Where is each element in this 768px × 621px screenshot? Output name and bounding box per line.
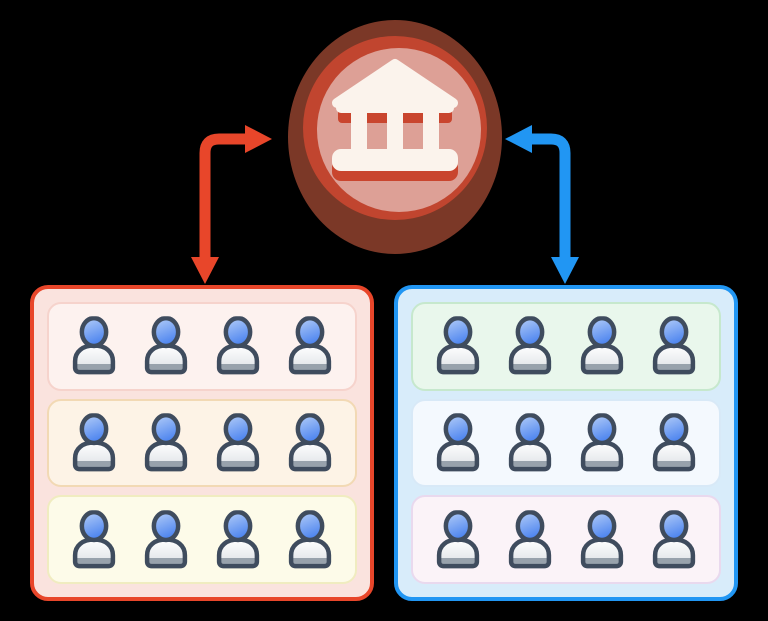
person-icon: [67, 510, 121, 570]
person-icon: [431, 413, 485, 473]
person-icon: [575, 316, 629, 376]
person-icon: [503, 316, 557, 376]
bank-building-icon: [332, 59, 458, 181]
right-arrow-head-left-icon: [505, 125, 532, 153]
person-icon: [503, 413, 557, 473]
left-arrow-head-right-icon: [245, 125, 272, 153]
member-row: [47, 495, 357, 585]
member-row: [411, 302, 721, 391]
person-icon: [431, 316, 485, 376]
person-icon: [431, 510, 485, 570]
right-arrow-line: [529, 133, 571, 261]
person-icon: [647, 510, 701, 570]
person-icon: [647, 316, 701, 376]
right-group: [394, 285, 738, 601]
member-row: [411, 495, 721, 585]
left-arrow-line: [199, 133, 247, 261]
member-row: [47, 398, 357, 488]
person-icon: [211, 316, 265, 376]
person-icon: [67, 316, 121, 376]
person-icon: [67, 413, 121, 473]
person-icon: [211, 413, 265, 473]
person-icon: [139, 510, 193, 570]
right-arrow: [505, 125, 579, 284]
person-icon: [575, 510, 629, 570]
bank-column: [387, 106, 403, 154]
person-icon: [283, 413, 337, 473]
member-row: [47, 302, 357, 391]
person-icon: [211, 510, 265, 570]
person-icon: [283, 316, 337, 376]
person-icon: [139, 413, 193, 473]
person-icon: [139, 316, 193, 376]
bank-base: [332, 149, 458, 171]
person-icon: [647, 413, 701, 473]
bank-column: [423, 106, 439, 154]
right-arrow-head-down-icon: [551, 257, 579, 284]
person-icon: [283, 510, 337, 570]
person-icon: [575, 413, 629, 473]
left-arrow-head-down-icon: [191, 257, 219, 284]
person-icon: [503, 510, 557, 570]
left-arrow: [191, 125, 272, 284]
bank-node: [288, 20, 502, 254]
left-group: [30, 285, 374, 601]
bank-column: [351, 106, 367, 154]
member-row: [411, 398, 721, 488]
